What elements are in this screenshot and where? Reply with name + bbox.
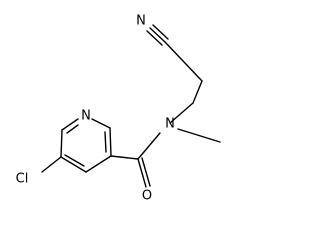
bond-carbonyl-o-b <box>141 157 151 187</box>
ring-bond-4 <box>61 118 79 131</box>
ring-bond-6 <box>109 127 112 157</box>
nitrile-triple-bond <box>146 24 169 46</box>
ring-bond-5 <box>91 118 111 129</box>
atom-label-amide-n: N <box>165 117 175 132</box>
atom-label-chlorine: Cl <box>16 172 29 187</box>
ring-bond-3 <box>60 129 63 158</box>
ring-bond-6-inner <box>104 131 107 153</box>
bond-n-carbonyl <box>137 132 161 160</box>
bond-nitrile-c-ch2 <box>164 41 203 82</box>
bond-ch2-n <box>169 102 194 124</box>
bond-carbonyl-ring <box>110 155 139 160</box>
ring-bond-2-inner <box>64 154 85 167</box>
ring-bond-1 <box>85 155 112 173</box>
ring-bond-4-inner <box>66 124 79 134</box>
ring-bond-2 <box>60 156 87 173</box>
atom-label-pyridine-n: N <box>81 109 91 124</box>
bond-n-methyl <box>177 128 221 143</box>
bond-carbonyl-o-a <box>137 158 147 188</box>
molecule-drawing: N N N O Cl <box>16 14 221 204</box>
atom-label-nitrile-n: N <box>136 14 146 29</box>
atom-label-carbonyl-o: O <box>142 189 152 204</box>
bond-ring-chlorine <box>41 156 62 173</box>
bond-ch2-ch2 <box>192 80 203 104</box>
structure-diagram: N N N O Cl <box>16 14 221 204</box>
